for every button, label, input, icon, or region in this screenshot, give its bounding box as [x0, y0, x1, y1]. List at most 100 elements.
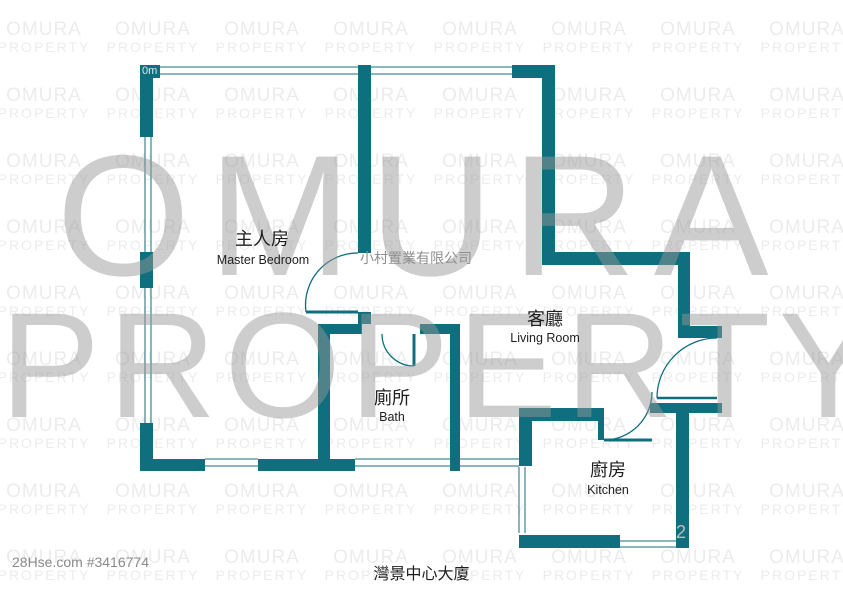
watermark-tile-line-1: OMURA	[6, 481, 82, 502]
wall-kitchen-left	[519, 408, 532, 466]
watermark-tile-line-2: PROPERTY	[215, 566, 309, 583]
watermark-tile-line-1: OMURA	[224, 283, 300, 304]
watermark-tile-line-2: PROPERTY	[0, 566, 91, 583]
watermark-tile-line-2: PROPERTY	[215, 104, 309, 121]
watermark-tile-line-2: PROPERTY	[106, 368, 200, 385]
watermark-tile-line-2: PROPERTY	[651, 236, 745, 253]
watermark-tile-line-1: OMURA	[224, 85, 300, 106]
wall-bath-right	[450, 324, 460, 471]
watermark-tile-line-1: OMURA	[769, 151, 843, 172]
window-top-middle	[371, 66, 512, 75]
watermark-tile-line-1: OMURA	[769, 283, 843, 304]
watermark-tile-line-2: PROPERTY	[324, 368, 418, 385]
watermark-tile-line-2: PROPERTY	[0, 38, 91, 55]
watermark-tile-line-2: PROPERTY	[542, 500, 636, 517]
room-living-room-zh: 客廳	[527, 309, 563, 330]
watermark-tile-line-2: PROPERTY	[651, 104, 745, 121]
watermark-tile-line-1: OMURA	[333, 283, 409, 304]
company-name: 小村置業有限公司	[360, 251, 472, 267]
wall-outer-step-top	[542, 252, 690, 265]
watermark-tile-line-1: OMURA	[660, 217, 736, 238]
door-master-bedroom	[304, 252, 359, 314]
watermark-tile-line-1: OMURA	[660, 547, 736, 568]
watermark-tile-line-1: OMURA	[115, 19, 191, 40]
window-left-upper	[144, 137, 152, 252]
watermark-tile-line-2: PROPERTY	[106, 236, 200, 253]
watermark-tile-line-1: OMURA	[442, 85, 518, 106]
watermark-tile-line-1: OMURA	[769, 481, 843, 502]
watermark-tile-line-2: PROPERTY	[324, 500, 418, 517]
wall-kitchen-door-jamb	[598, 408, 604, 440]
watermark-tile-line-1: OMURA	[660, 85, 736, 106]
watermark-tile-line-2: PROPERTY	[651, 434, 745, 451]
watermark-tile-line-1: OMURA	[224, 349, 300, 370]
watermark-tile-line-1: OMURA	[333, 19, 409, 40]
watermark-tile-line-1: OMURA	[660, 349, 736, 370]
watermark-tile-line-1: OMURA	[660, 151, 736, 172]
watermark-tile-line-2: PROPERTY	[106, 566, 200, 583]
wall-outer-right-step	[678, 252, 690, 338]
watermark-tile-line-2: PROPERTY	[324, 38, 418, 55]
window-bottom-right	[460, 458, 519, 467]
watermark-tile-line-2: PROPERTY	[215, 500, 309, 517]
wall-bath-top-right	[420, 324, 460, 334]
watermark-tile-line-1: OMURA	[115, 481, 191, 502]
wall-kitchen-right	[676, 403, 689, 548]
watermark-tile-line-2: PROPERTY	[106, 302, 200, 319]
watermark-tile-line-2: PROPERTY	[433, 566, 527, 583]
watermark-tile-line-2: PROPERTY	[760, 434, 843, 451]
watermark-tile-line-2: PROPERTY	[542, 302, 636, 319]
watermark-tile-line-1: OMURA	[442, 349, 518, 370]
scale-mark-top: 0m	[142, 65, 158, 77]
watermark-tile-line-1: OMURA	[115, 547, 191, 568]
listing-id: 28Hse.com #3416774	[12, 554, 149, 570]
watermark-tile-line-1: OMURA	[769, 85, 843, 106]
watermark-tile-line-1: OMURA	[442, 283, 518, 304]
window-kitchen-bottom	[620, 540, 686, 548]
watermark-tile-line-1: OMURA	[6, 349, 82, 370]
watermark-tile-line-2: PROPERTY	[433, 104, 527, 121]
watermark-tile-line-2: PROPERTY	[760, 368, 843, 385]
watermark-tile-line-1: OMURA	[551, 19, 627, 40]
watermark-tile-line-2: PROPERTY	[215, 302, 309, 319]
watermark-tile-line-2: PROPERTY	[760, 302, 843, 319]
window-left-lower	[144, 288, 152, 423]
watermark-tile-line-1: OMURA	[551, 283, 627, 304]
watermark-tile-line-1: OMURA	[442, 19, 518, 40]
watermark-tile-line-1: OMURA	[660, 19, 736, 40]
doors	[304, 252, 718, 442]
wall-bath-left	[318, 324, 330, 471]
window-bottom-left	[205, 458, 258, 467]
wall-outer-right-upper	[542, 65, 555, 265]
watermark-tile-line-1: OMURA	[769, 19, 843, 40]
